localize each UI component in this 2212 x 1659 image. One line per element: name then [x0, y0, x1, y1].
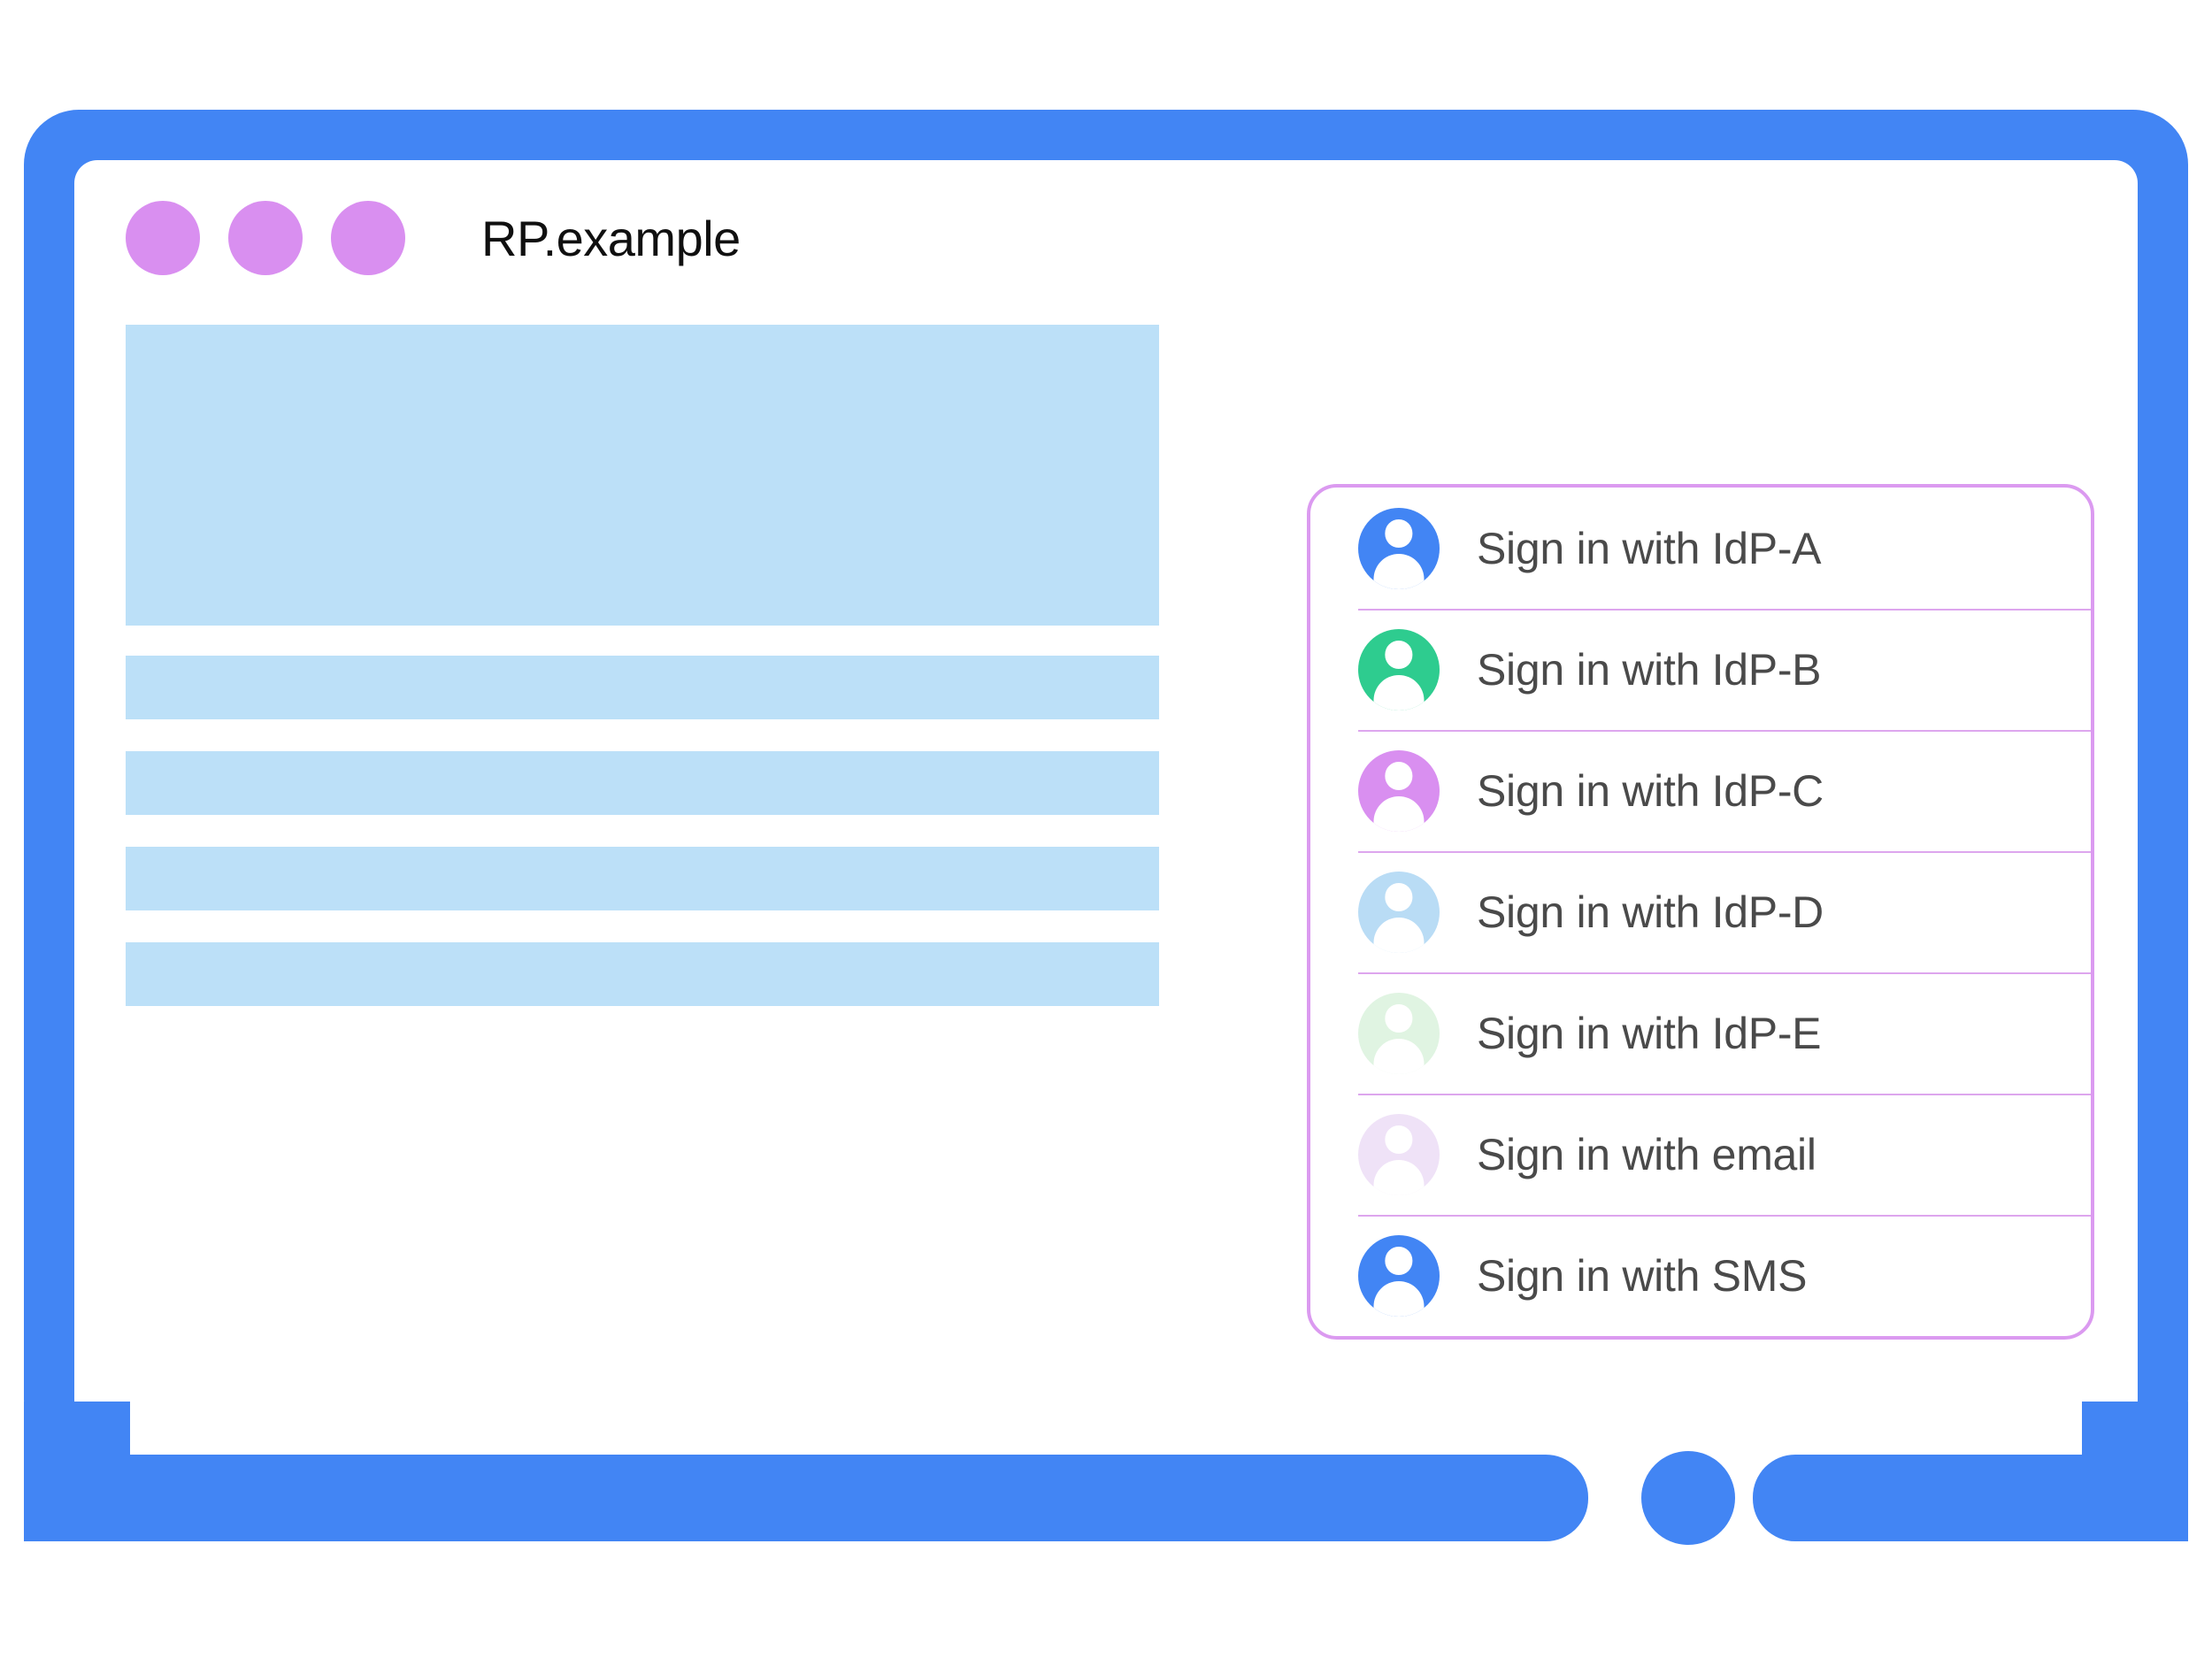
page-content-skeleton	[126, 325, 1159, 1038]
person-avatar-icon	[1358, 871, 1440, 953]
account-label: Sign in with IdP-E	[1477, 1008, 1822, 1058]
person-avatar-icon	[1358, 1113, 1440, 1195]
account-row[interactable]: Sign in with IdP-D	[1310, 851, 2091, 972]
browser-header: RP.example	[126, 201, 741, 275]
account-chooser-dialog: Sign in with IdP-A Sign in with IdP-B Si…	[1307, 484, 2094, 1340]
text-placeholder-1	[126, 656, 1159, 719]
account-label: Sign in with IdP-B	[1477, 644, 1822, 695]
person-avatar-icon	[1358, 1234, 1440, 1317]
browser-viewport: RP.example Sign in with IdP-A Sign in wi…	[74, 160, 2138, 1455]
text-placeholder-3	[126, 847, 1159, 910]
browser-window-frame: RP.example Sign in with IdP-A Sign in wi…	[24, 110, 2188, 1560]
person-avatar-icon	[1358, 749, 1440, 832]
account-row[interactable]: Sign in with IdP-E	[1310, 972, 2091, 1094]
text-placeholder-4	[126, 942, 1159, 1006]
account-row[interactable]: Sign in with email	[1310, 1094, 2091, 1215]
account-row[interactable]: Sign in with SMS	[1310, 1215, 2091, 1336]
account-label: Sign in with SMS	[1477, 1250, 1808, 1301]
window-dot-2[interactable]	[228, 201, 303, 275]
hero-placeholder	[126, 325, 1159, 626]
account-label: Sign in with IdP-A	[1477, 523, 1822, 573]
window-dot-3[interactable]	[331, 201, 405, 275]
account-label: Sign in with email	[1477, 1129, 1816, 1179]
person-avatar-icon	[1358, 507, 1440, 589]
person-avatar-icon	[1358, 628, 1440, 710]
window-dot-1[interactable]	[126, 201, 200, 275]
person-avatar-icon	[1358, 992, 1440, 1074]
account-row[interactable]: Sign in with IdP-C	[1310, 730, 2091, 851]
device-chin-right	[1753, 1402, 2188, 1541]
text-placeholder-2	[126, 751, 1159, 815]
account-row[interactable]: Sign in with IdP-A	[1310, 488, 2091, 609]
page-title: RP.example	[481, 210, 741, 266]
home-button[interactable]	[1641, 1451, 1735, 1545]
device-chin-left	[24, 1402, 1588, 1541]
account-label: Sign in with IdP-C	[1477, 765, 1824, 816]
account-label: Sign in with IdP-D	[1477, 887, 1824, 937]
account-row[interactable]: Sign in with IdP-B	[1310, 609, 2091, 730]
